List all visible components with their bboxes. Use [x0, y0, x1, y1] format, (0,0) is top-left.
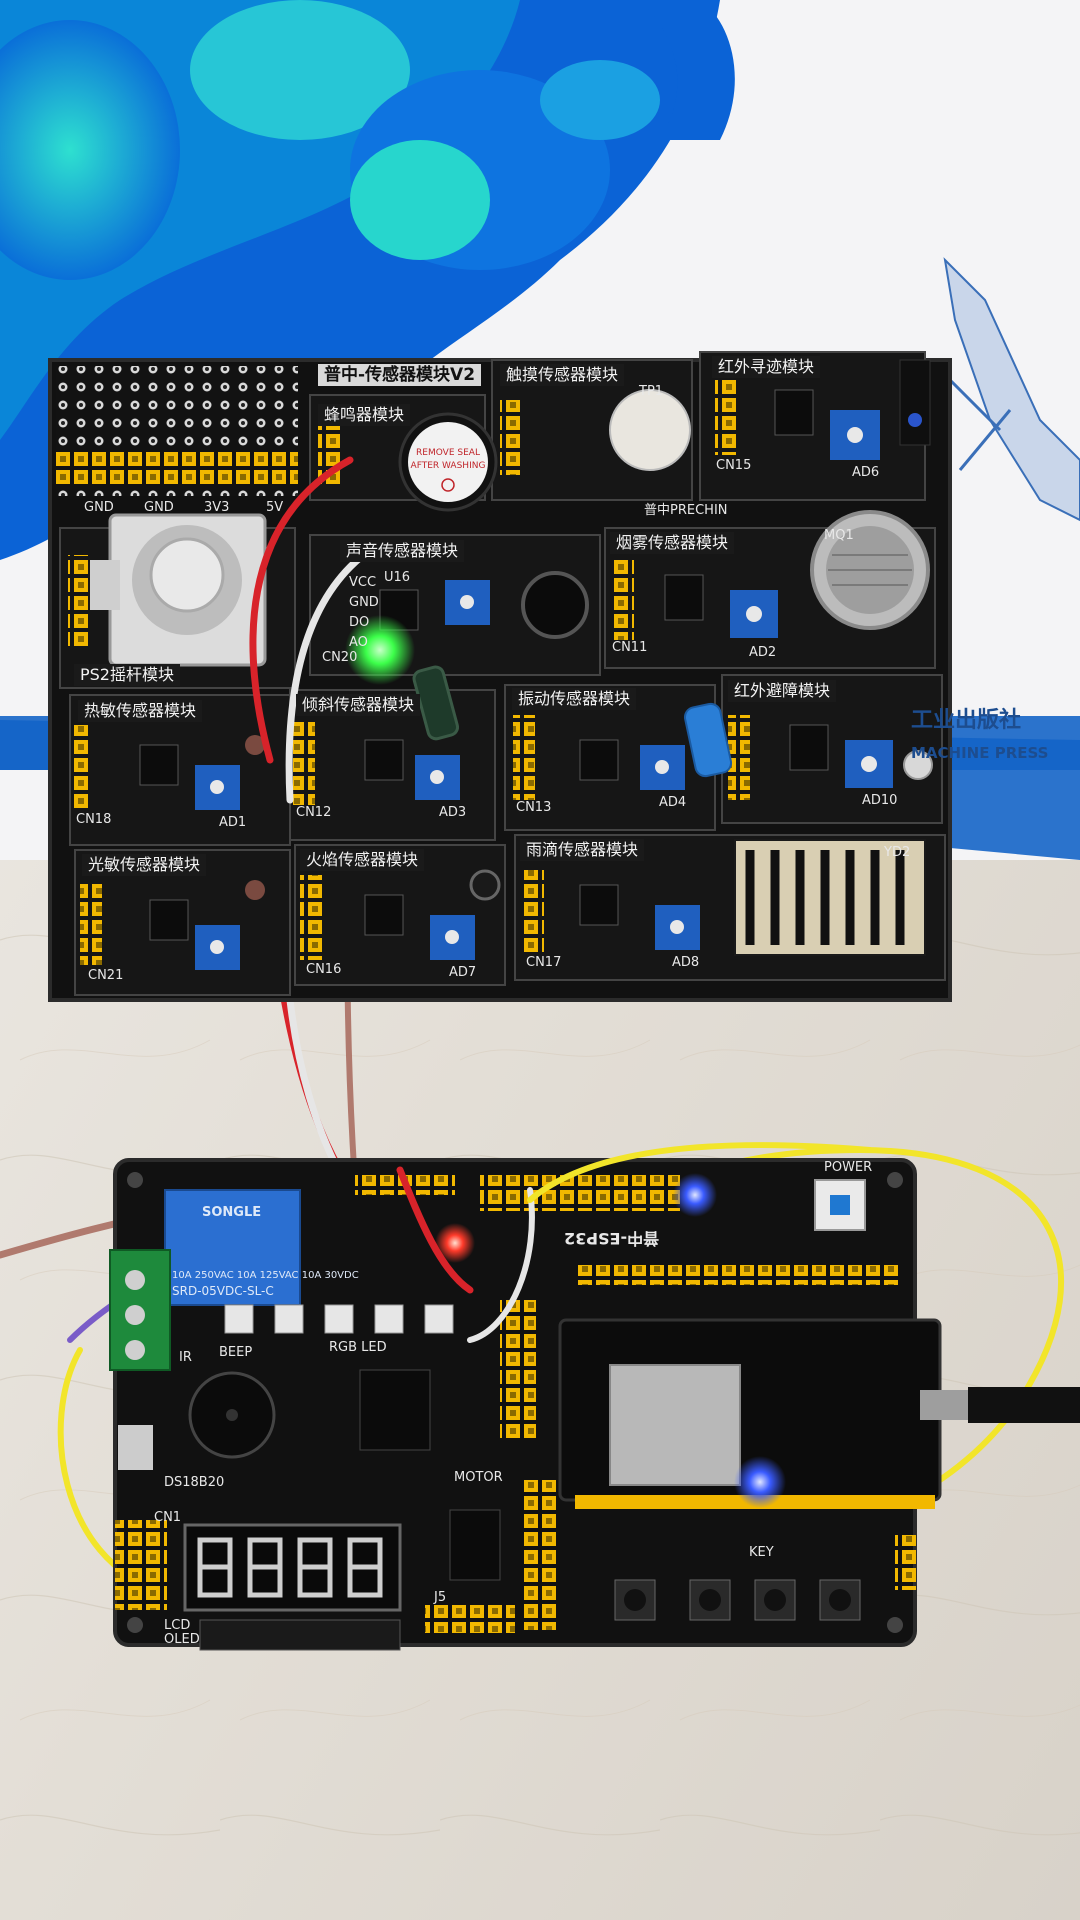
connector-cn21: CN21 [88, 968, 124, 983]
pin-label-ao: AO [349, 635, 368, 650]
module-label-light: 光敏传感器模块 [82, 854, 207, 876]
module-label-joystick: PS2摇杆模块 [74, 664, 180, 686]
joystick-icon[interactable] [90, 513, 267, 667]
main-board-brand: 普中-ESP32 [564, 1229, 660, 1248]
lcd-connector[interactable] [199, 1619, 401, 1651]
pin-label-gnd-2: GND [144, 500, 174, 515]
flame-sensor-icon [469, 869, 501, 901]
connector-cn18: CN18 [76, 812, 112, 827]
connector-cn17: CN17 [526, 955, 562, 970]
relay-rating: 10A 250VAC 10A 125VAC 10A 30VDC [172, 1270, 359, 1281]
seven-segment-display-icon [183, 1523, 402, 1612]
motor-driver-ic [449, 1509, 501, 1581]
tilt-switch-icon [412, 665, 460, 741]
status-led-blue-top [673, 1173, 717, 1217]
key-buttons[interactable] [614, 1579, 861, 1621]
connector-cn16: CN16 [306, 962, 342, 977]
module-label-thermistor: 热敏传感器模块 [78, 700, 203, 722]
ir-sensor-icon [899, 359, 931, 446]
status-led-blue-esp [734, 1456, 786, 1508]
label-j5: J5 [434, 1590, 447, 1605]
pot-label-ad10: AD10 [862, 793, 898, 808]
connector-cn12: CN12 [296, 805, 332, 820]
thermistor-icon [245, 735, 265, 755]
potentiometers[interactable] [195, 410, 893, 970]
connector-cn11: CN11 [612, 640, 648, 655]
touch-pad-icon[interactable] [609, 389, 691, 471]
esp32-main-board [109, 1158, 1080, 1651]
svg-text:REMOVE SEAL: REMOVE SEAL [416, 448, 480, 458]
ic-label-u16: U16 [384, 570, 411, 585]
photoresistor-icon [245, 880, 265, 900]
status-led-green [345, 615, 415, 685]
pot-label-ad4: AD4 [659, 795, 687, 810]
shift-register-ic [359, 1369, 431, 1451]
label-key: KEY [749, 1545, 774, 1560]
connector-cn20: CN20 [322, 650, 358, 665]
label-ir: IR [179, 1350, 192, 1365]
module-label-buzzer: 蜂鸣器模块 [318, 404, 411, 426]
pot-label-ad1: AD1 [219, 815, 247, 830]
pot-label-ad7: AD7 [449, 965, 477, 980]
rain-pad-label: YD2 [884, 845, 911, 860]
module-label-flame: 火焰传感器模块 [300, 849, 425, 871]
module-label-smoke: 烟雾传感器模块 [610, 532, 735, 554]
pin-label-do: DO [349, 615, 370, 630]
label-cn1: CN1 [154, 1510, 182, 1525]
pin-label-vcc: VCC [349, 575, 377, 590]
vibration-icon [683, 702, 733, 778]
pin-label-5v: 5V [266, 500, 284, 515]
pin-label-gnd-1: GND [84, 500, 114, 515]
connector-cn13: CN13 [516, 800, 552, 815]
module-label-tilt: 倾斜传感器模块 [296, 694, 421, 716]
relay [164, 1189, 301, 1306]
module-label-ir-obstacle: 红外避障模块 [728, 680, 837, 702]
label-power: POWER [824, 1160, 873, 1175]
ir-obstacle-icon [903, 750, 933, 780]
sensor-board-title: 普中-传感器模块V2 [318, 364, 482, 386]
buzzer-icon: REMOVE SEAL AFTER WASHING [398, 412, 498, 512]
pot-label-ad6: AD6 [852, 465, 880, 480]
rain-pad-icon [734, 839, 926, 956]
label-motor: MOTOR [454, 1470, 503, 1485]
pot-label-ad2: AD2 [749, 645, 777, 660]
sensor-board-brand: 普中PRECHIN [644, 503, 728, 518]
module-label-vibration: 振动传感器模块 [512, 688, 637, 710]
touch-pad-label: TP1 [639, 384, 664, 399]
pot-label-ad3: AD3 [439, 805, 467, 820]
pot-label-ad8: AD8 [672, 955, 700, 970]
sensor-board: REMOVE SEAL AFTER WASHING [48, 351, 952, 1002]
gas-sensor-label: MQ1 [824, 528, 854, 543]
rgb-led-row [224, 1304, 454, 1334]
label-oled: OLED [164, 1632, 200, 1647]
module-label-ir-tracking: 红外寻迹模块 [712, 356, 821, 378]
pin-label-3v3: 3V3 [204, 500, 230, 515]
relay-model: SRD-05VDC-SL-C [172, 1284, 274, 1298]
label-ds18b20: DS18B20 [164, 1475, 225, 1490]
pin-label-gnd: GND [349, 595, 379, 610]
label-beep: BEEP [219, 1345, 253, 1360]
status-led-red [435, 1223, 475, 1263]
ds18b20-sensor [118, 1425, 153, 1470]
book-english-text: MACHINE PRESS [911, 744, 1049, 762]
module-label-sound: 声音传感器模块 [340, 540, 465, 562]
microphone-icon [521, 571, 589, 639]
label-rgb-led: RGB LED [329, 1340, 387, 1355]
connector-cn15: CN15 [716, 458, 752, 473]
relay-brand: SONGLE [202, 1205, 262, 1220]
module-label-rain: 雨滴传感器模块 [520, 839, 645, 861]
module-label-touch: 触摸传感器模块 [500, 364, 625, 386]
label-lcd: LCD [164, 1618, 191, 1633]
jumper-wires-front [249, 456, 873, 1343]
usb-port-icon[interactable] [920, 1387, 1080, 1423]
gas-sensor-icon [810, 510, 930, 630]
esp32-module-icon [558, 1318, 942, 1509]
book-publisher-text: 工业出版社 [911, 708, 1022, 733]
svg-text:AFTER WASHING: AFTER WASHING [411, 461, 486, 471]
